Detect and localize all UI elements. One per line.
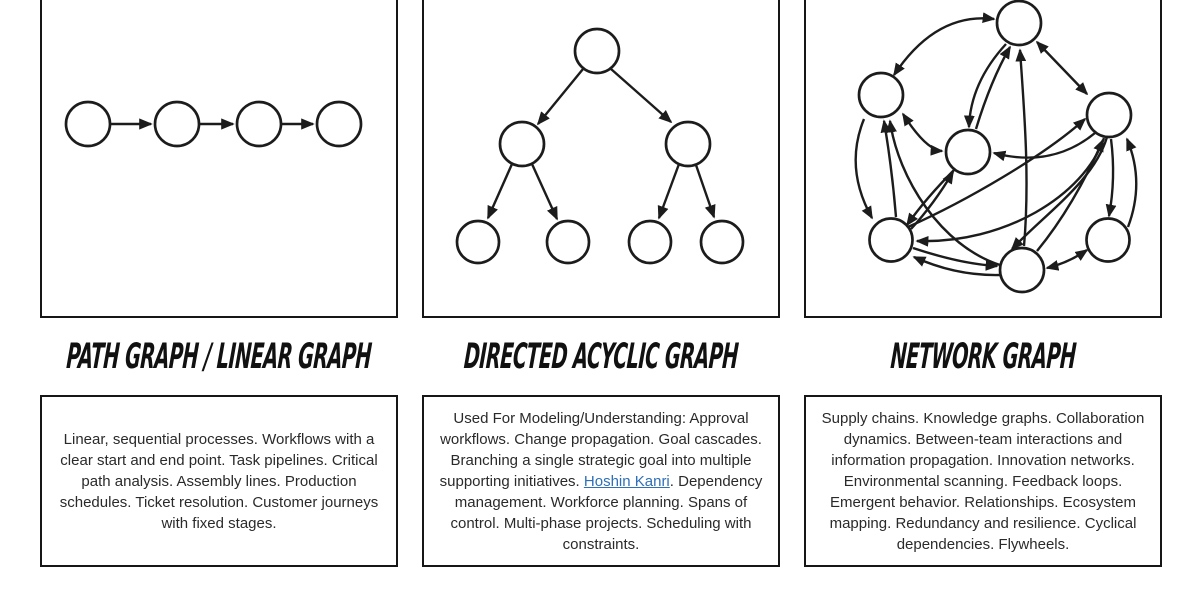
graph-nodes bbox=[455, 27, 745, 265]
graph-edge bbox=[1125, 137, 1138, 228]
panel-network-graph: NETWORK GRAPH Supply chains. Knowledge g… bbox=[804, 0, 1162, 567]
dag-diagram bbox=[455, 27, 745, 265]
graph-node bbox=[857, 71, 905, 119]
graph-edge bbox=[536, 68, 584, 126]
graph-edge bbox=[912, 246, 999, 271]
graph-nodes bbox=[64, 100, 363, 148]
description-text: Supply chains. Knowledge graphs. Collabo… bbox=[821, 409, 1145, 553]
panel-path-graph: PATH GRAPH / LINEAR GRAPH Linear, sequen… bbox=[40, 0, 398, 567]
graph-edge bbox=[910, 170, 955, 230]
graph-node bbox=[64, 100, 112, 148]
description-text: Used For Modeling/Understanding: Approva… bbox=[439, 409, 763, 553]
graph-node bbox=[1085, 91, 1133, 139]
title-zone: DIRECTED ACYCLIC GRAPH bbox=[422, 318, 780, 395]
graph-node bbox=[664, 120, 712, 168]
path-graph-description-box: Linear, sequential processes. Workflows … bbox=[40, 395, 398, 567]
graph-edge bbox=[694, 164, 716, 219]
graph-edge bbox=[486, 163, 514, 220]
dag-description-box: Used For Modeling/Understanding: Approva… bbox=[422, 395, 780, 567]
graph-node bbox=[498, 120, 546, 168]
graph-node bbox=[315, 100, 363, 148]
graph-node bbox=[455, 219, 501, 265]
graph-edge bbox=[610, 68, 673, 124]
graph-edge bbox=[1035, 40, 1089, 96]
graph-edge bbox=[893, 12, 996, 77]
graph-edge bbox=[912, 255, 1001, 277]
network-diagram-box bbox=[804, 0, 1162, 318]
graph-node bbox=[995, 0, 1043, 47]
title-zone: NETWORK GRAPH bbox=[804, 318, 1162, 395]
panel-title-network-graph: NETWORK GRAPH bbox=[889, 336, 1077, 377]
panel-directed-acyclic-graph: DIRECTED ACYCLIC GRAPH Used For Modeling… bbox=[422, 0, 780, 567]
path-graph-diagram-box bbox=[40, 0, 398, 318]
graph-edge bbox=[1045, 249, 1089, 271]
graph-edges bbox=[486, 68, 716, 221]
graph-node bbox=[1085, 217, 1131, 263]
path-graph-diagram bbox=[64, 100, 363, 148]
graph-node bbox=[868, 217, 914, 263]
network-diagram bbox=[854, 0, 1138, 294]
graph-node bbox=[153, 100, 201, 148]
network-description-box: Supply chains. Knowledge graphs. Collabo… bbox=[804, 395, 1162, 567]
graph-node bbox=[699, 219, 745, 265]
description-text: Linear, sequential processes. Workflows … bbox=[59, 430, 379, 532]
graph-node bbox=[998, 246, 1046, 294]
graph-types-infographic: PATH GRAPH / LINEAR GRAPH Linear, sequen… bbox=[40, 0, 1162, 567]
graph-edge bbox=[974, 45, 1012, 130]
graph-edge bbox=[907, 117, 1087, 229]
graph-edge bbox=[992, 132, 1096, 162]
panel-title-dag: DIRECTED ACYCLIC GRAPH bbox=[462, 336, 740, 377]
graph-node bbox=[627, 219, 673, 265]
graph-edge bbox=[880, 119, 898, 218]
graph-edge bbox=[530, 163, 559, 221]
graph-edge bbox=[854, 118, 874, 220]
title-zone: PATH GRAPH / LINEAR GRAPH bbox=[40, 318, 398, 395]
graph-node bbox=[235, 100, 283, 148]
graph-edge bbox=[963, 43, 1007, 129]
graph-nodes bbox=[857, 0, 1133, 294]
graph-edge bbox=[1036, 138, 1105, 252]
graph-edge bbox=[657, 163, 681, 220]
graph-node bbox=[944, 128, 992, 176]
graph-edge bbox=[901, 112, 944, 156]
dag-diagram-box bbox=[422, 0, 780, 318]
graph-edge bbox=[886, 119, 1001, 267]
graph-edge bbox=[1105, 138, 1117, 218]
graph-edges bbox=[854, 12, 1138, 277]
graph-node-root bbox=[573, 27, 621, 75]
graph-edge bbox=[1015, 48, 1028, 247]
hoshin-kanri-link[interactable]: Hoshin Kanri bbox=[583, 472, 670, 490]
graph-node bbox=[545, 219, 591, 265]
panel-title-path-graph: PATH GRAPH / LINEAR GRAPH bbox=[65, 336, 373, 377]
